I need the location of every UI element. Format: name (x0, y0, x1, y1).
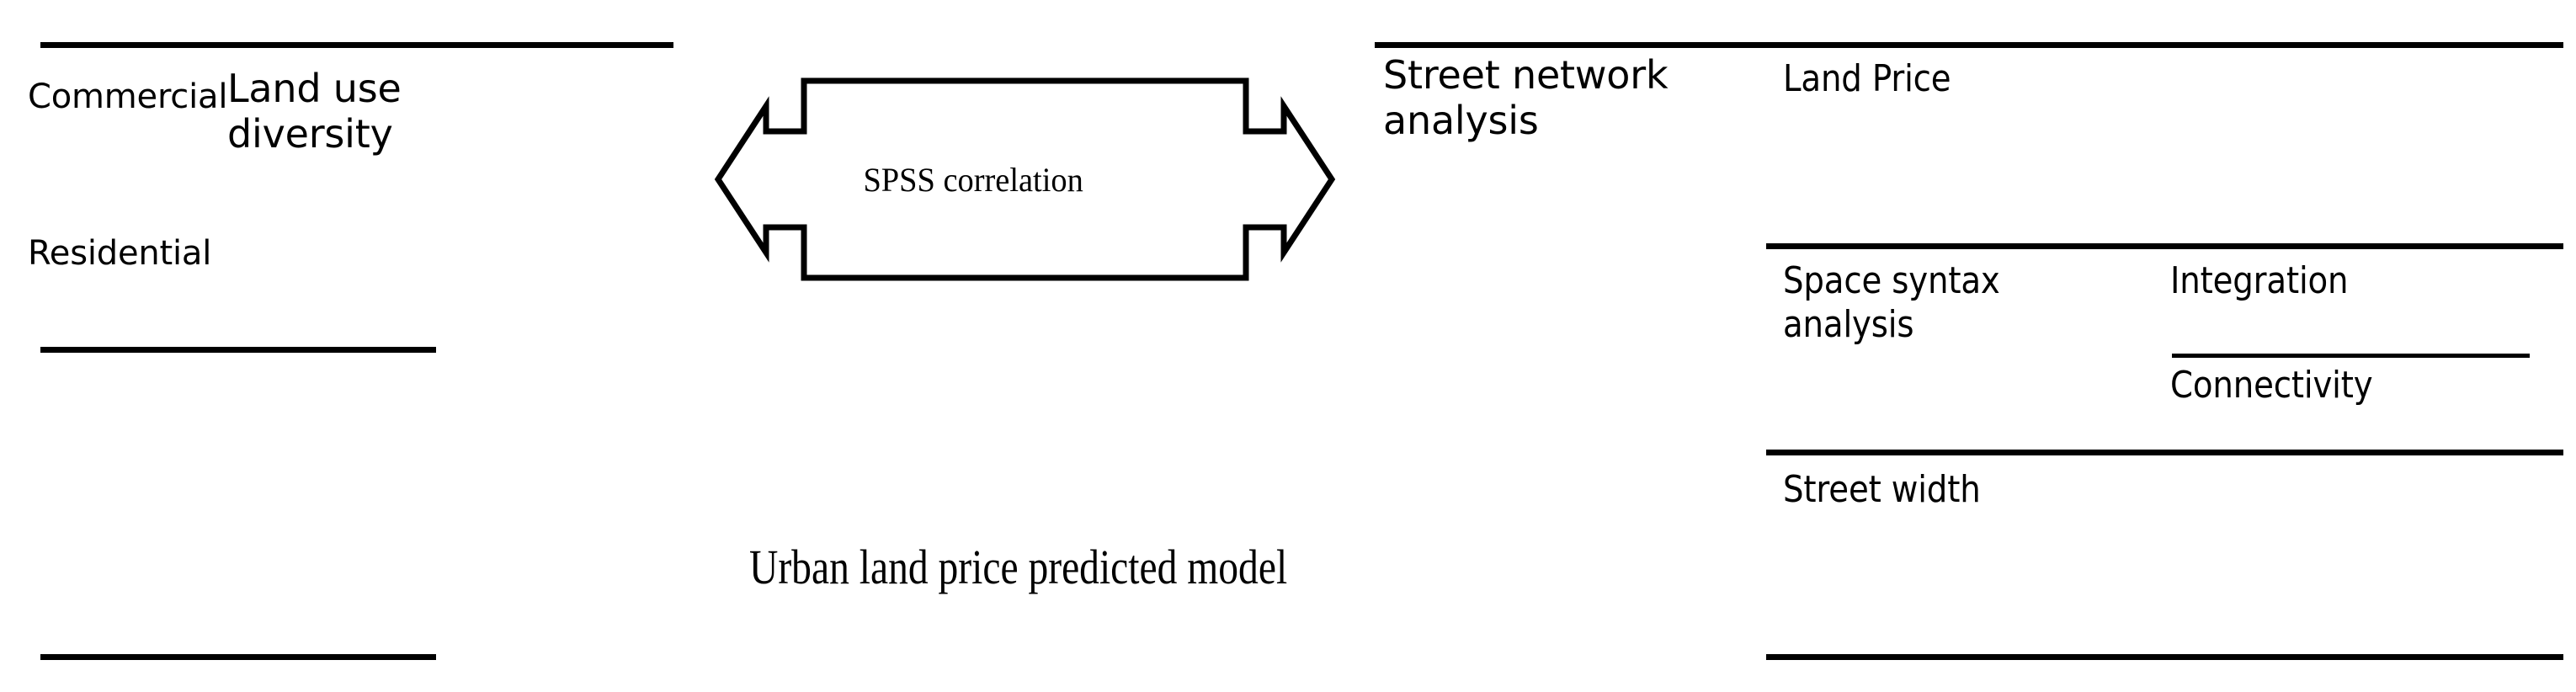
left-factor-commercial-label: Commercial (28, 77, 228, 116)
right-group-heading: Street network analysis (1383, 52, 1669, 144)
spss-correlation-label: SPSS correlation (863, 161, 1083, 199)
left-top-rule (40, 42, 673, 48)
right-row-land-price-label: Land Price (1783, 57, 1951, 100)
left-bottom-rule (40, 654, 436, 660)
right-subitem-integration-label: Integration (2170, 259, 2349, 302)
model-title: Urban land price predicted model (749, 540, 1288, 594)
right-rule-after-space-syntax (1766, 450, 2563, 455)
right-subitem-connectivity-label: Connectivity (2170, 364, 2373, 407)
right-rule-after-land-price (1766, 243, 2563, 249)
right-bottom-rule (1766, 654, 2563, 660)
right-rule-integration-connectivity (2172, 354, 2530, 358)
spss-correlation-double-arrow (711, 74, 1339, 285)
right-row-street-width-label: Street width (1783, 468, 1981, 511)
left-middle-rule (40, 347, 436, 353)
right-row-space-syntax-analysis-label: Space syntax analysis (1783, 259, 2000, 346)
left-aggregate-land-use-diversity-label: Land use diversity (227, 66, 402, 157)
left-factor-residential-label: Residential (28, 234, 212, 273)
right-top-rule (1375, 42, 2563, 48)
